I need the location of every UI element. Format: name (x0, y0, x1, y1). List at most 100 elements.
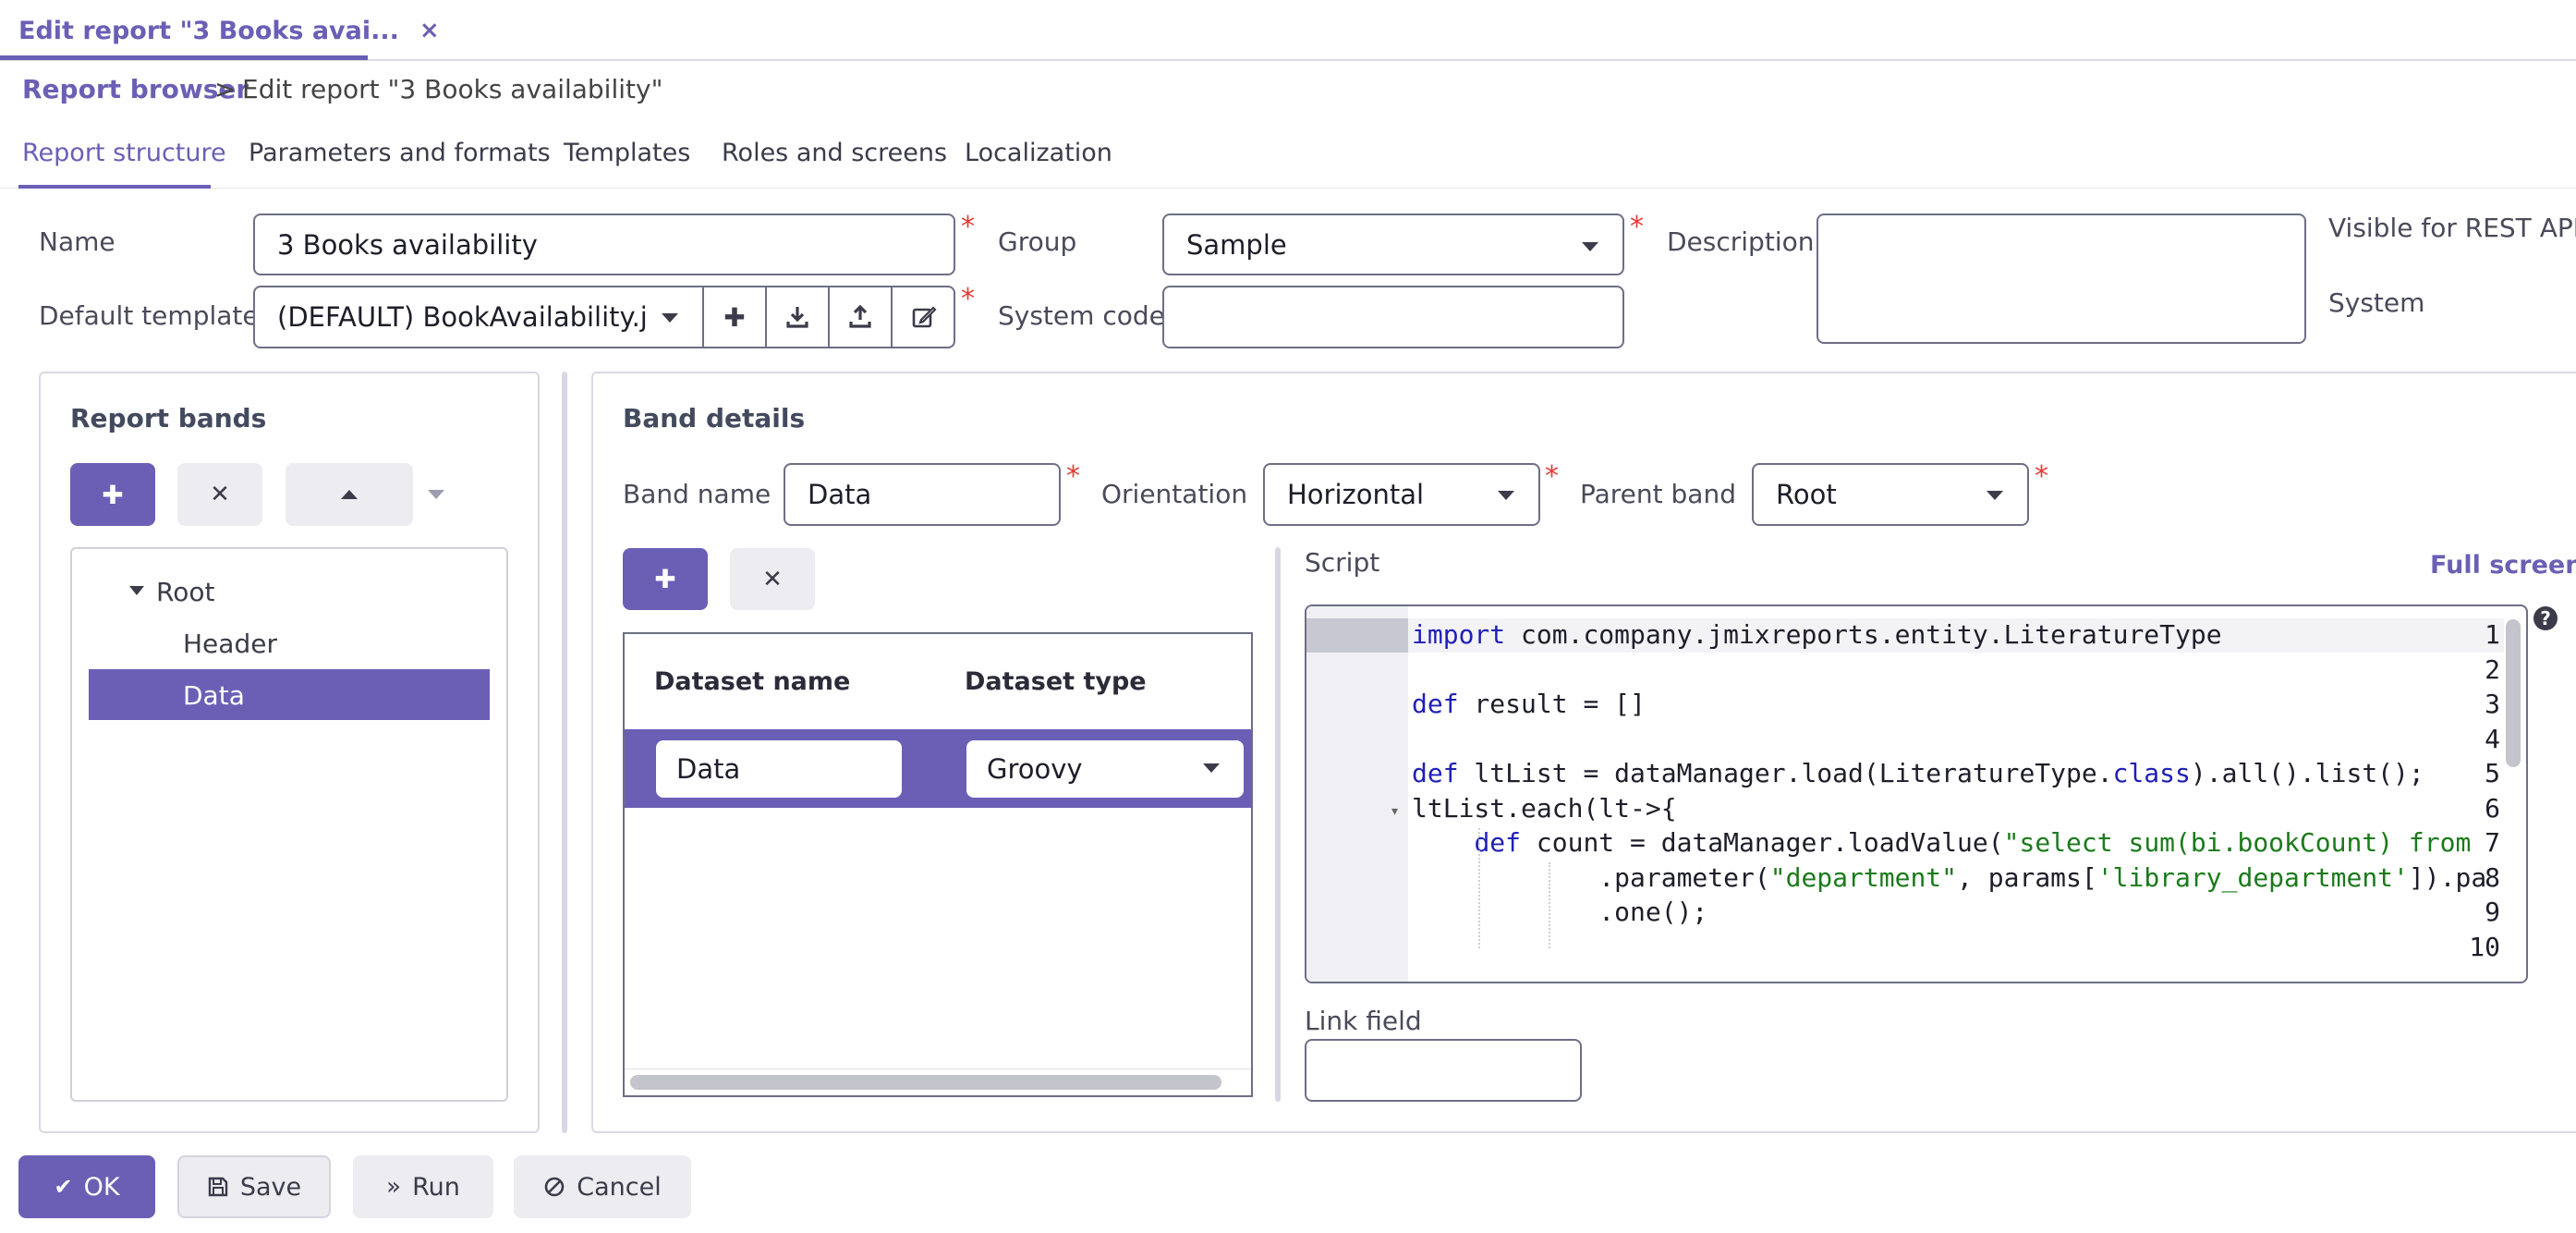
line-number: 4 (2485, 723, 2500, 754)
group-select[interactable]: Sample (1162, 214, 1624, 275)
close-icon: ✕ (762, 565, 783, 593)
group-required-mark: * (1630, 211, 1644, 243)
help-icon[interactable]: ? (2533, 606, 2558, 630)
breadcrumb-separator: > (214, 74, 237, 104)
code-token: ltList = dataManager.load(LiteratureType… (1458, 758, 2113, 788)
code-token: class (2112, 758, 2191, 788)
table-row[interactable]: Data Groovy (625, 729, 1251, 808)
parent-band-required-mark: * (2035, 460, 2048, 493)
move-band-up-button[interactable] (286, 463, 413, 526)
horizontal-scrollbar[interactable] (630, 1075, 1221, 1090)
code-token: , params[ (1957, 861, 2097, 893)
description-label: Description (1667, 226, 1815, 257)
template-required-mark: * (961, 283, 975, 315)
report-bands-title: Report bands (70, 403, 267, 433)
code-token: def (1412, 689, 1459, 719)
system-code-input[interactable] (1162, 286, 1624, 348)
save-label: Save (239, 1172, 302, 1202)
band-name-input[interactable]: Data (784, 463, 1061, 526)
tree-data-node[interactable]: Data (89, 669, 490, 720)
line-number: 10 (2469, 931, 2500, 962)
parent-band-select[interactable]: Root (1752, 463, 2029, 526)
window-tab[interactable]: Edit report "3 Books avai... × (0, 0, 440, 61)
dataset-name-column-header[interactable]: Dataset name (654, 667, 851, 696)
tab-roles-and-screens[interactable]: Roles and screens (722, 139, 948, 167)
code-line: def result = [] (1412, 689, 1646, 719)
ok-button[interactable]: ✔ OK (18, 1155, 155, 1218)
visible-rest-api-label: Visible for REST API (2328, 213, 2576, 243)
cancel-label: Cancel (577, 1172, 662, 1202)
plus-icon: ✚ (102, 479, 124, 510)
orientation-label: Orientation (1101, 479, 1248, 509)
code-line: .parameter("department", params['library… (1412, 862, 2486, 893)
default-template-value: (DEFAULT) BookAvailability.jrxı (277, 301, 647, 333)
edit-template-button[interactable] (891, 287, 954, 347)
chevron-down-icon (1987, 491, 2003, 500)
tree-root-label: Root (156, 577, 215, 607)
code-token (1412, 827, 1474, 858)
upload-template-button[interactable] (828, 287, 891, 347)
line-number: 3 (2485, 689, 2500, 719)
close-tab-icon[interactable]: × (419, 17, 440, 44)
dataset-type-select[interactable]: Groovy (966, 740, 1244, 798)
dataset-name-input[interactable]: Data (656, 740, 902, 798)
expand-caret-icon[interactable] (129, 586, 144, 595)
full-screen-link[interactable]: Full screen (2430, 551, 2576, 580)
link-field-input[interactable] (1305, 1039, 1582, 1102)
band-tree (70, 547, 508, 1102)
double-chevron-right-icon: » (386, 1173, 402, 1201)
add-template-button[interactable]: ✚ (702, 287, 765, 347)
indent-guide (1478, 828, 1480, 948)
dataset-type-column-header[interactable]: Dataset type (965, 667, 1147, 696)
code-line: import com.company.jmixreports.entity.Li… (1412, 619, 2222, 650)
code-line: ltList.each(lt->{ (1412, 793, 1677, 824)
tree-header-node[interactable]: Header (183, 629, 277, 659)
table-scroll-track (625, 1068, 1251, 1069)
tab-report-structure[interactable]: Report structure (22, 139, 226, 167)
tab-parameters-and-formats[interactable]: Parameters and formats (249, 139, 551, 167)
remove-dataset-button[interactable]: ✕ (730, 548, 815, 610)
ban-icon (544, 1177, 565, 1197)
save-button[interactable]: Save (177, 1155, 331, 1218)
orientation-select[interactable]: Horizontal (1263, 463, 1540, 526)
name-input[interactable]: 3 Books availability (253, 214, 955, 275)
chevron-down-icon (428, 490, 444, 499)
description-textarea[interactable] (1817, 214, 2306, 344)
add-dataset-button[interactable]: ✚ (623, 548, 708, 610)
default-template-select[interactable]: (DEFAULT) BookAvailability.jrxı ✚ (253, 286, 955, 348)
group-label: Group (998, 226, 1077, 257)
vertical-scrollbar[interactable] (2506, 619, 2521, 767)
tab-localization[interactable]: Localization (965, 139, 1112, 167)
parent-band-label: Parent band (1580, 479, 1736, 509)
system-label: System (2328, 287, 2425, 318)
run-button[interactable]: » Run (353, 1155, 493, 1218)
line-number: 7 (2485, 827, 2500, 858)
code-token: .one(); (1412, 897, 1708, 927)
orientation-value: Horizontal (1287, 479, 1425, 510)
line-number: 2 (2485, 653, 2500, 685)
check-icon: ✔ (54, 1174, 73, 1200)
move-band-down-button[interactable] (428, 463, 520, 526)
tree-data-label: Data (183, 680, 245, 711)
code-token: "department" (1769, 861, 1958, 893)
dataset-splitter[interactable] (1275, 547, 1281, 1102)
link-field-label: Link field (1305, 1006, 1422, 1036)
code-token: com.company.jmixreports.entity.Literatur… (1505, 619, 2222, 650)
dataset-name-value: Data (676, 753, 741, 785)
add-band-button[interactable]: ✚ (70, 463, 155, 526)
code-token: ltList.each(lt->{ (1412, 792, 1677, 824)
download-template-button[interactable] (765, 287, 828, 347)
code-token: def (1474, 827, 1522, 858)
tab-templates[interactable]: Templates (564, 139, 691, 167)
code-token: "select sum(bi.bookCount) from (2003, 827, 2472, 858)
remove-band-button[interactable]: ✕ (177, 463, 262, 526)
fold-caret-icon[interactable]: ▾ (1391, 804, 1399, 819)
panel-splitter[interactable] (562, 372, 567, 1133)
code-token: count = dataManager.loadValue( (1521, 827, 2004, 858)
code-line: .one(); (1412, 897, 1707, 927)
band-name-value: Data (808, 479, 872, 510)
cancel-button[interactable]: Cancel (514, 1155, 691, 1218)
breadcrumb-report-browser-link[interactable]: Report browser (22, 74, 249, 104)
code-token: import (1412, 619, 1506, 650)
